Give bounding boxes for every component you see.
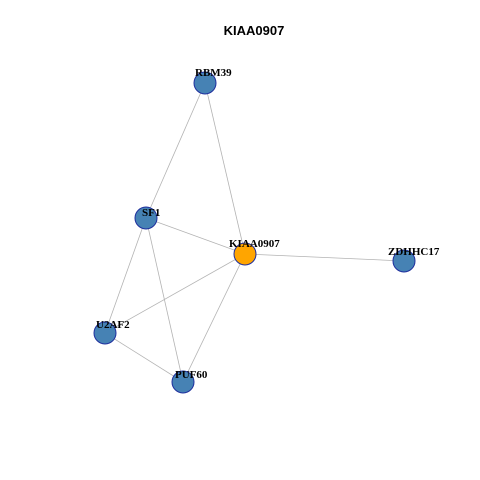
node-label-puf60: PUF60 [175, 369, 208, 381]
node-label-zdhhc17: ZDHHC17 [388, 246, 440, 258]
node-u2af2[interactable] [93, 321, 117, 345]
node-puf60[interactable] [171, 370, 195, 394]
node-label-sf1: SF1 [142, 207, 160, 219]
edge-sf1-kiaa0907 [145, 217, 246, 255]
edge-kiaa0907-u2af2 [104, 253, 246, 334]
node-label-rbm39: RBM39 [195, 67, 232, 79]
node-sf1[interactable] [134, 206, 158, 230]
node-kiaa0907[interactable] [233, 242, 257, 266]
edge-kiaa0907-puf60 [182, 253, 246, 383]
edge-rbm39-kiaa0907 [204, 82, 246, 255]
node-rbm39[interactable] [193, 71, 217, 95]
edge-kiaa0907-zdhhc17 [244, 253, 405, 262]
edges-layer [104, 82, 405, 383]
edge-sf1-puf60 [145, 217, 184, 383]
graph-title: KIAA0907 [224, 23, 285, 38]
edge-sf1-u2af2 [104, 217, 147, 334]
node-label-kiaa0907: KIAA0907 [229, 238, 280, 250]
node-zdhhc17[interactable] [392, 249, 416, 273]
node-label-u2af2: U2AF2 [96, 319, 130, 331]
edge-rbm39-sf1 [145, 82, 206, 219]
edge-u2af2-puf60 [104, 332, 184, 383]
